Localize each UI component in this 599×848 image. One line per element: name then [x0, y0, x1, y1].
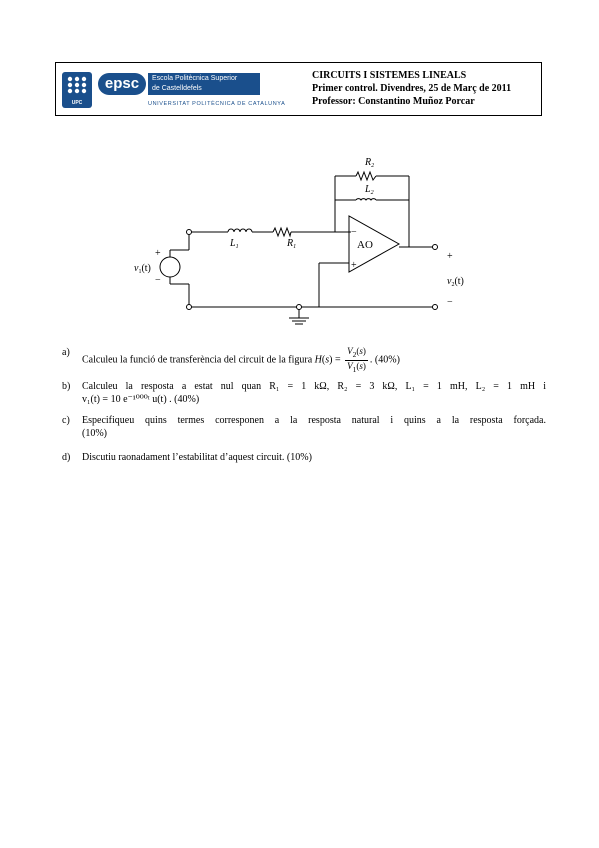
label-l2: L2	[364, 184, 374, 196]
university-name: UNIVERSITAT POLITÈCNICA DE CATALUNYA	[148, 101, 286, 107]
header-text: CIRCUITS I SISTEMES LINEALS Primer contr…	[312, 69, 511, 108]
label-r2: R2	[364, 157, 374, 169]
label-l1: L1	[229, 238, 239, 250]
epsc-logo: epsc	[98, 73, 146, 95]
course-title: CIRCUITS I SISTEMES LINEALS	[312, 70, 467, 81]
v2-plus: +	[447, 251, 453, 262]
v2-minus: −	[447, 297, 453, 308]
school-name: Escola Politècnica Superior de Castellde…	[148, 73, 260, 95]
label-v1: v1(t)	[134, 263, 151, 275]
opamp-minus: −	[351, 227, 357, 238]
transfer-fraction: V2(s) V1(s)	[345, 346, 368, 374]
v1-plus: +	[155, 248, 161, 259]
label-r1: R1	[286, 238, 296, 250]
question-b: b) Calculeu la resposta a estat nul quan…	[62, 381, 546, 405]
upc-text: UPC	[71, 100, 83, 106]
exam-date: Primer control. Divendres, 25 de Març de…	[312, 83, 512, 94]
question-d: d) Discutiu raonadament l’estabilitat d’…	[62, 452, 312, 463]
label-opamp: AO	[357, 239, 373, 251]
professor-name: Professor: Constantino Muñoz Porcar	[312, 96, 475, 107]
upc-seal-icon: UPC	[62, 72, 92, 108]
institution-logo: UPC epsc Escola Politècnica Superior de …	[60, 69, 308, 113]
question-a: a) Calculeu la funció de transferència d…	[62, 346, 400, 374]
opamp-plus: +	[351, 260, 357, 271]
label-v2: v2(t)	[447, 276, 464, 288]
exam-header: UPC epsc Escola Politècnica Superior de …	[55, 62, 542, 116]
v1-minus: −	[155, 275, 161, 286]
circuit-diagram: R2 L2 L1 R1 AO − + v1(t) + − + v2(t) −	[134, 157, 464, 325]
question-c: c) Especifiqueu quins termes corresponen…	[62, 415, 546, 439]
